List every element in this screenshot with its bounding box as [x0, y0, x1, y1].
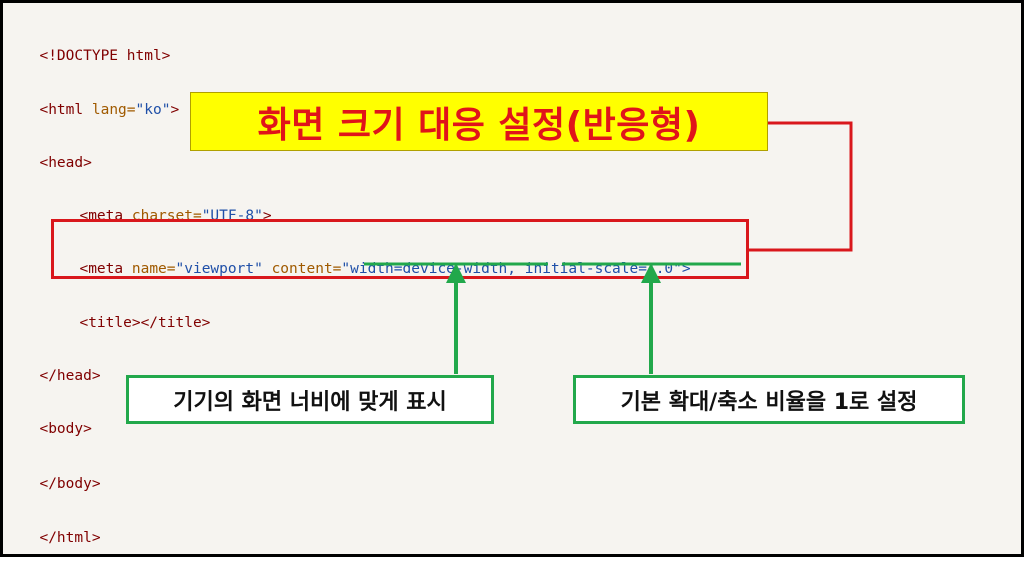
- meta-name-attr: name=: [131, 261, 176, 277]
- note-width-text: 기기의 화면 너비에 맞게 표시: [173, 389, 447, 415]
- code-line-head-open: <head>: [22, 136, 92, 172]
- html-lang-value: "ko": [135, 102, 171, 118]
- note-scale-text: 기본 확대/축소 비율을 1로 설정: [620, 389, 918, 415]
- code-line-body-open: <body>: [22, 402, 92, 438]
- html-lang-attr: lang=: [91, 102, 136, 118]
- title-callout: 화면 크기 대응 설정(반응형): [190, 92, 768, 151]
- title-callout-text: 화면 크기 대응 설정(반응형): [257, 104, 701, 146]
- doctype-text: <!DOCTYPE html>: [39, 48, 171, 64]
- title-tags: <title></title>: [79, 315, 211, 331]
- meta-content-attr: content=: [271, 261, 342, 277]
- code-line-head-close: </head>: [22, 349, 101, 385]
- code-line-body-close: </body>: [22, 457, 101, 493]
- code-line-html-close: </html>: [22, 511, 101, 547]
- meta-charset-close: >: [262, 208, 272, 224]
- code-line-doctype: <!DOCTYPE html>: [22, 29, 170, 65]
- body-close-tag: </body>: [39, 476, 101, 492]
- html-open-tag: <html: [39, 102, 84, 118]
- code-line-title: <title></title>: [62, 296, 210, 332]
- head-open-tag: <head>: [39, 155, 92, 171]
- viewport-highlight-box: [51, 219, 749, 279]
- meta-name-value: "viewport": [175, 261, 263, 277]
- code-line-html-open: <html lang="ko">: [22, 83, 179, 119]
- html-close-tag: </html>: [39, 530, 101, 546]
- html-close-bracket: >: [170, 102, 180, 118]
- meta-content-quote: ": [341, 261, 351, 277]
- head-close-tag: </head>: [39, 368, 101, 384]
- meta-viewport-tag: <meta: [79, 261, 124, 277]
- note-width-box: 기기의 화면 너비에 맞게 표시: [126, 375, 494, 424]
- note-scale-box: 기본 확대/축소 비율을 1로 설정: [573, 375, 965, 424]
- red-connector-line: [749, 121, 853, 252]
- body-open-tag: <body>: [39, 421, 92, 437]
